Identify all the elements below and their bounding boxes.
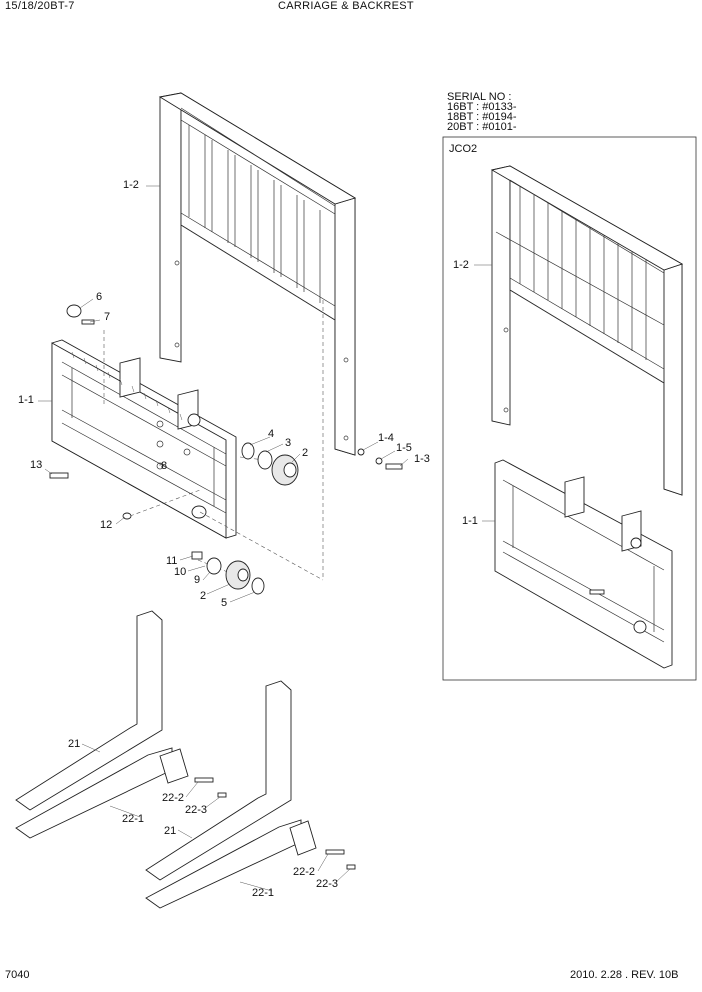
- callout-fork-blade-upper: 22-1: [122, 813, 144, 825]
- callout-4: 4: [268, 428, 274, 440]
- callout-fork-pin-bolt-upper: 22-3: [185, 804, 207, 816]
- serial-line: 18BT : #0194-: [447, 111, 517, 123]
- callout-9: 9: [194, 574, 200, 586]
- callout-13: 13: [30, 459, 42, 471]
- page-title: CARRIAGE & BACKREST: [278, 0, 414, 12]
- page-number: 7040: [5, 969, 29, 981]
- callout-bolt: 1-3: [414, 453, 430, 465]
- fork-drawing: [15, 610, 356, 909]
- callout-11: 11: [166, 555, 177, 567]
- callout-fork-pin-bolt-lower: 22-3: [316, 878, 338, 890]
- callout-5: 5: [221, 597, 227, 609]
- callout-inset-carriage: 1-1: [462, 515, 478, 527]
- callout-fork-pin-upper: 22-2: [162, 792, 184, 804]
- callout-10: 10: [174, 566, 186, 578]
- callout-2-upper: 2: [302, 447, 308, 459]
- callout-2-lower: 2: [200, 590, 206, 602]
- callout-fork-pin-lower: 22-2: [293, 866, 315, 878]
- callout-fork-lower: 21: [164, 825, 176, 837]
- callout-carriage: 1-1: [18, 394, 34, 406]
- roller-lower-drawing: [191, 551, 265, 595]
- callout-backrest: 1-2: [123, 179, 139, 191]
- carriage-drawing: [51, 339, 237, 539]
- callout-12: 12: [100, 519, 112, 531]
- callout-6: 6: [96, 291, 102, 303]
- callout-fork-blade-lower: 22-1: [252, 887, 274, 899]
- callout-3: 3: [285, 437, 291, 449]
- callout-lock-washer: 1-5: [396, 442, 412, 454]
- callout-fork-upper: 21: [68, 738, 80, 750]
- callout-7: 7: [104, 311, 110, 323]
- callout-inset-backrest: 1-2: [453, 259, 469, 271]
- inset-label: JCO2: [449, 143, 477, 155]
- backrest-drawing: [158, 92, 357, 456]
- date-revision: 2010. 2.28 . REV. 10B: [570, 969, 678, 981]
- bolt-parts-drawing: [49, 304, 403, 520]
- model-number: 15/18/20BT-7: [5, 0, 75, 12]
- roller-upper-drawing: [241, 442, 299, 486]
- serial-line: 20BT : #0101-: [447, 121, 517, 133]
- serial-line: 16BT : #0133-: [447, 101, 517, 113]
- inset-backrest-drawing: [490, 165, 684, 496]
- serial-heading: SERIAL NO :: [447, 91, 512, 103]
- serial-number-block: SERIAL NO : 16BT : #0133- 18BT : #0194- …: [447, 91, 517, 133]
- callout-8: 8: [161, 460, 167, 472]
- callout-washer: 1-4: [378, 432, 394, 444]
- inset-frame: [442, 136, 697, 681]
- inset-carriage-drawing: [494, 459, 673, 669]
- callout-leaders: [38, 185, 495, 892]
